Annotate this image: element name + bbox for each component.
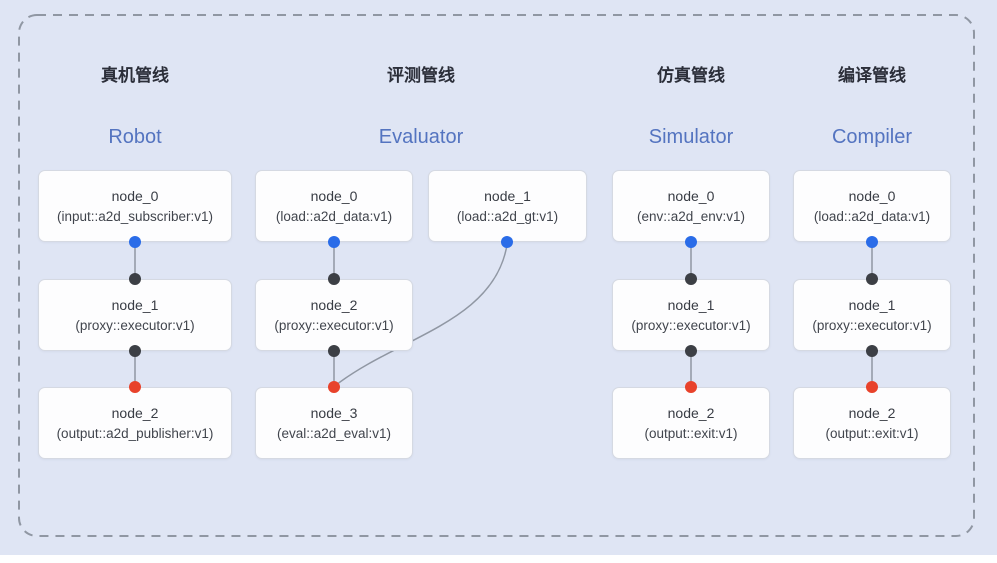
pipeline-title-zh-evaluator: 评测管线 xyxy=(387,66,455,85)
node-type: (proxy::executor:v1) xyxy=(75,317,195,333)
dashed-frame xyxy=(18,14,975,537)
node-box-compiler-node0: node_0 (load::a2d_data:v1) xyxy=(793,170,951,242)
node-name: node_0 xyxy=(111,187,159,204)
pipeline-title-en-evaluator: Evaluator xyxy=(378,126,464,148)
node-name: node_1 xyxy=(111,296,159,313)
node-box-evaluator-node1: node_1 (load::a2d_gt:v1) xyxy=(428,170,587,242)
port-output-dot xyxy=(685,236,697,248)
port-executor-dot xyxy=(685,345,697,357)
port-output-dot xyxy=(866,236,878,248)
port-executor-dot xyxy=(129,345,141,357)
node-type: (input::a2d_subscriber:v1) xyxy=(56,208,214,224)
node-type: (env::a2d_env:v1) xyxy=(636,208,746,224)
node-name: node_2 xyxy=(310,296,358,313)
node-type: (proxy::executor:v1) xyxy=(631,317,751,333)
node-name: node_3 xyxy=(310,404,358,421)
node-box-compiler-node1: node_1 (proxy::executor:v1) xyxy=(793,279,951,351)
node-name: node_2 xyxy=(848,404,896,421)
port-output-dot xyxy=(129,236,141,248)
port-executor-dot xyxy=(328,273,340,285)
port-executor-dot xyxy=(129,273,141,285)
node-type: (proxy::executor:v1) xyxy=(812,317,932,333)
pipeline-title-zh-compiler: 编译管线 xyxy=(838,66,906,85)
port-input-dot xyxy=(685,381,697,393)
node-name: node_2 xyxy=(111,404,159,421)
node-box-simulator-node2: node_2 (output::exit:v1) xyxy=(612,387,770,459)
node-name: node_2 xyxy=(667,404,715,421)
port-executor-dot xyxy=(866,345,878,357)
node-type: (load::a2d_gt:v1) xyxy=(456,208,559,224)
pipeline-title-zh-robot: 真机管线 xyxy=(101,66,169,85)
port-input-dot xyxy=(129,381,141,393)
node-type: (proxy::executor:v1) xyxy=(274,317,394,333)
node-name: node_0 xyxy=(667,187,715,204)
pipeline-title-en-robot: Robot xyxy=(108,126,162,148)
pipeline-title-zh-simulator: 仿真管线 xyxy=(657,66,725,85)
pipeline-title-en-simulator: Simulator xyxy=(648,126,734,148)
node-name: node_1 xyxy=(667,296,715,313)
node-type: (load::a2d_data:v1) xyxy=(813,208,931,224)
node-type: (output::exit:v1) xyxy=(644,425,738,441)
port-output-dot xyxy=(501,236,513,248)
node-type: (output::exit:v1) xyxy=(825,425,919,441)
node-box-robot-node1: node_1 (proxy::executor:v1) xyxy=(38,279,232,351)
port-executor-dot xyxy=(866,273,878,285)
node-name: node_0 xyxy=(310,187,358,204)
node-box-robot-node0: node_0 (input::a2d_subscriber:v1) xyxy=(38,170,232,242)
pipeline-title-en-compiler: Compiler xyxy=(831,126,913,148)
port-executor-dot xyxy=(685,273,697,285)
port-output-dot xyxy=(328,236,340,248)
bottom-white-strip xyxy=(0,555,997,563)
edge-curve-gt-to-eval xyxy=(335,241,509,386)
node-box-robot-node2: node_2 (output::a2d_publisher:v1) xyxy=(38,387,232,459)
node-box-evaluator-node2: node_2 (proxy::executor:v1) xyxy=(255,279,413,351)
port-executor-dot xyxy=(328,345,340,357)
node-type: (eval::a2d_eval:v1) xyxy=(276,425,392,441)
node-box-evaluator-node0: node_0 (load::a2d_data:v1) xyxy=(255,170,413,242)
node-box-compiler-node2: node_2 (output::exit:v1) xyxy=(793,387,951,459)
node-type: (load::a2d_data:v1) xyxy=(275,208,393,224)
node-box-simulator-node1: node_1 (proxy::executor:v1) xyxy=(612,279,770,351)
port-input-dot xyxy=(328,381,340,393)
port-input-dot xyxy=(866,381,878,393)
node-name: node_1 xyxy=(848,296,896,313)
node-type: (output::a2d_publisher:v1) xyxy=(56,425,214,441)
node-box-simulator-node0: node_0 (env::a2d_env:v1) xyxy=(612,170,770,242)
node-name: node_1 xyxy=(484,187,531,204)
node-box-evaluator-node3: node_3 (eval::a2d_eval:v1) xyxy=(255,387,413,459)
node-name: node_0 xyxy=(848,187,896,204)
